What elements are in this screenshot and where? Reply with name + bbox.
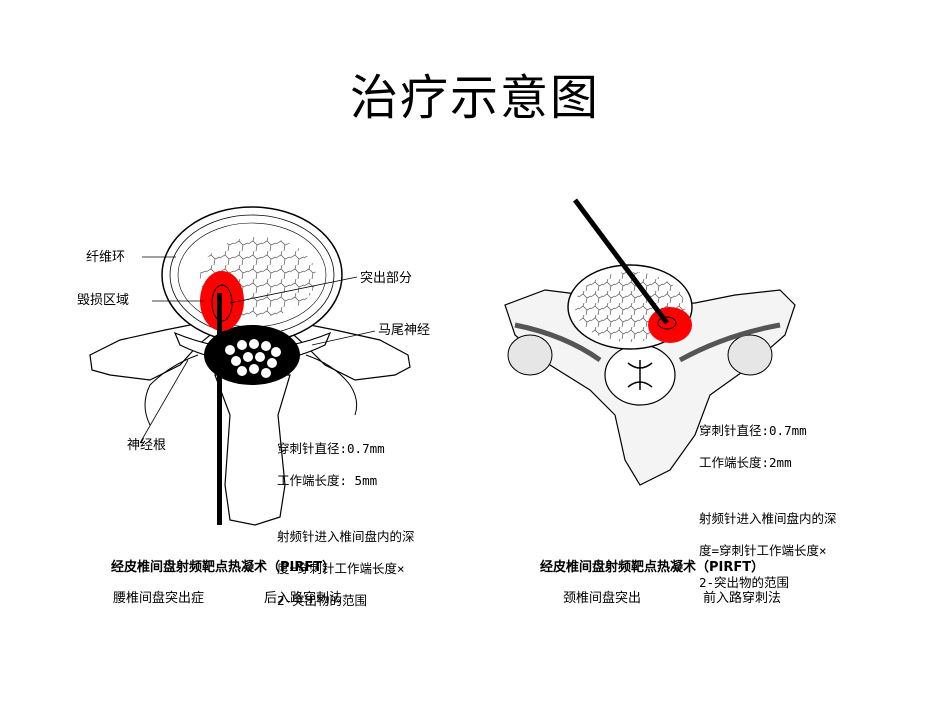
label-cauda-equina: 马尾神经 [378,323,431,338]
left-note-line: 穿刺针直径:0.7mm [277,441,385,456]
left-note-line [277,505,415,513]
left-note: 穿刺针直径:0.7mm 工作端长度: 5mm 射频针进入椎间盘内的深 度=穿刺针… [277,425,415,625]
left-note-line: 度=穿刺针工作端长度× [277,561,405,576]
label-protrusion: 突出部分 [360,271,413,286]
label-annulus: 纤维环 [86,250,126,265]
right-sub-approach: 前入路穿刺法 [703,591,782,606]
right-note-line: 工作端长度:2mm [699,455,792,470]
left-note-line: 工作端长度: 5mm [277,473,378,488]
lumbar-vertebra-diagram [89,206,411,526]
page-title: 治疗示意图 [349,70,600,126]
spinous-process [214,374,291,526]
left-note-line: 2-突出物的范围 [277,593,368,608]
right-note-line: 穿刺针直径:0.7mm [699,423,807,438]
puncture-needle [217,293,222,525]
right-note-line [699,487,837,495]
label-nerve-root: 神经根 [127,438,167,453]
cervical-vertebra-diagram [504,198,796,486]
puncture-needle-cervical [572,198,670,325]
ablation-zone-cervical [648,307,692,343]
label-ablation-zone: 毁损区域 [77,293,130,308]
left-sub-approach: 后入路穿刺法 [264,591,343,606]
left-note-line: 射频针进入椎间盘内的深 [277,529,415,544]
right-note-line: 2-突出物的范围 [699,575,790,590]
left-caption: 经皮椎间盘射频靶点热凝术（PIRFT） [111,560,336,575]
left-sub-condition: 腰椎间盘突出症 [113,591,205,606]
right-note-line: 射频针进入椎间盘内的深 [699,511,837,526]
right-note-line: 度=穿刺针工作端长度× [699,543,827,558]
right-sub-condition: 颈椎间盘突出 [563,591,642,606]
cauda-equina-bundle [225,339,281,378]
right-caption: 经皮椎间盘射频靶点热凝术（PIRFT） [540,560,765,575]
right-note: 穿刺针直径:0.7mm 工作端长度:2mm 射频针进入椎间盘内的深 度=穿刺针工… [699,407,837,607]
